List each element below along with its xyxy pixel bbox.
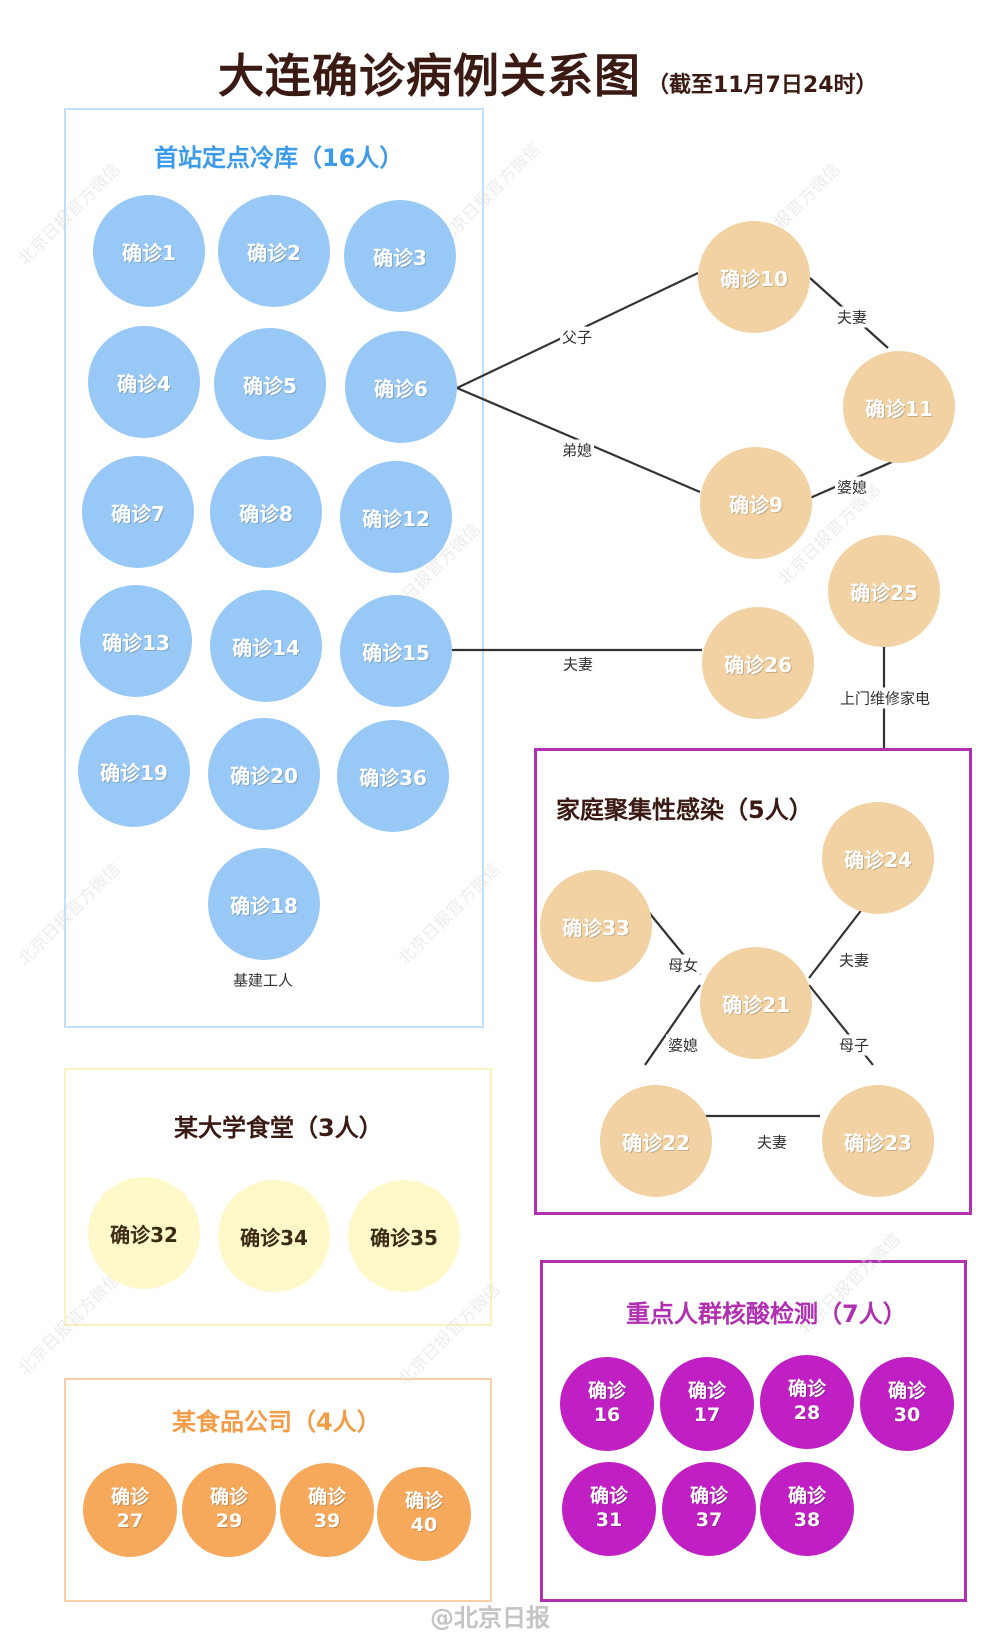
case-node: 确诊21: [700, 947, 812, 1059]
case-node: 确诊26: [702, 607, 814, 719]
case-node: 确诊8: [210, 456, 322, 568]
relation-label: 夫妻: [836, 949, 872, 971]
relation-label: 上门维修家电: [837, 687, 933, 709]
case-node: 确诊13: [80, 585, 192, 697]
case-node: 确诊15: [340, 595, 452, 707]
relation-label: 婆媳: [665, 1034, 701, 1056]
relation-label: 父子: [559, 326, 595, 348]
case-node: 确诊4: [88, 326, 200, 438]
relation-label: 母女: [665, 954, 701, 976]
group-screening-title: 重点人群核酸检测（7人）: [626, 1300, 907, 1328]
case-node: 确诊5: [214, 328, 326, 440]
group-food-title: 某食品公司（4人）: [172, 1408, 381, 1436]
group-canteen-title: 某大学食堂（3人）: [174, 1114, 383, 1142]
case-node: 确诊22: [600, 1085, 712, 1197]
case-node: 确诊2: [218, 195, 330, 307]
relation-label: 母子: [836, 1034, 872, 1056]
case-node: 确诊10: [698, 221, 810, 333]
relation-label: 夫妻: [754, 1131, 790, 1153]
case-node: 确诊36: [337, 720, 449, 832]
case-node: 确诊3: [344, 200, 456, 312]
case-node: 确诊33: [540, 870, 652, 982]
case-node: 确诊35: [348, 1180, 460, 1292]
case-node: 确诊9: [700, 447, 812, 559]
case-node: 确诊20: [208, 718, 320, 830]
case-node: 确诊24: [822, 802, 934, 914]
group-coldstore-title: 首站定点冷库（16人）: [154, 144, 404, 172]
relation-label: 夫妻: [560, 653, 596, 675]
case-node: 确诊18: [208, 848, 320, 960]
page-title: 大连确诊病例关系图（截至11月7日24时）: [218, 40, 878, 106]
case-node: 确诊32: [88, 1177, 200, 1289]
case-node: 确诊1: [93, 195, 205, 307]
case-node: 确诊11: [843, 351, 955, 463]
page-title-main: 大连确诊病例关系图: [218, 49, 641, 103]
relation-label: 夫妻: [834, 306, 870, 328]
case-node: 确诊34: [218, 1180, 330, 1292]
group-family-title: 家庭聚集性感染（5人）: [556, 796, 813, 824]
relation-label: 婆媳: [834, 476, 870, 498]
case-node: 确诊12: [340, 461, 452, 573]
group-coldstore-note: 基建工人: [232, 971, 294, 990]
source-credit: @北京日报: [430, 1604, 550, 1632]
relation-label: 弟媳: [559, 439, 595, 461]
case-node: 确诊7: [82, 456, 194, 568]
case-node: 确诊14: [210, 590, 322, 702]
page-title-date: （截至11月7日24时）: [647, 73, 878, 98]
case-node: 确诊23: [822, 1085, 934, 1197]
case-node: 确诊25: [828, 535, 940, 647]
case-node: 确诊6: [345, 331, 457, 443]
link-21-22: [644, 984, 701, 1066]
case-node: 确诊19: [78, 715, 190, 827]
